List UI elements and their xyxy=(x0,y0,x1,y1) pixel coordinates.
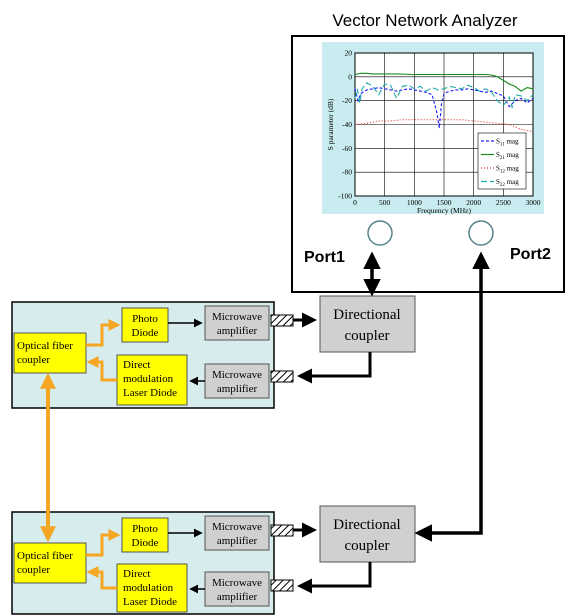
x-tick-label: 3000 xyxy=(526,198,541,207)
laser-diode-box xyxy=(116,563,188,613)
y-tick-label: -80 xyxy=(342,168,352,177)
fiber-coupler-line-1: Optical fiber xyxy=(17,340,73,352)
x-tick-label: 2000 xyxy=(466,198,481,207)
cable-connector-bottom xyxy=(270,370,294,383)
arrow-from-dir-coupler xyxy=(297,352,372,384)
vna-title: Vector Network Analyzer xyxy=(332,11,518,30)
x-tick-label: 500 xyxy=(379,198,391,207)
amp-bottom-line-1: Microwave xyxy=(212,369,262,381)
optical-fiber-coupler-label: Optical fiber coupler xyxy=(17,550,73,576)
amp-bottom-line-2: amplifier xyxy=(217,591,258,603)
photo-diode-line-2: Diode xyxy=(132,537,159,549)
legend-entry: S12 mag xyxy=(496,165,519,175)
x-tick-label: 0 xyxy=(353,198,357,207)
series-line-s12-mag xyxy=(354,119,534,133)
laser-diode-line-3: Laser Diode xyxy=(123,387,177,399)
amp-top-line-2: amplifier xyxy=(217,535,258,547)
laser-diode-line-2: modulation xyxy=(123,582,174,594)
orange-arrow-to-photodiode xyxy=(86,529,121,557)
fiber-coupler-line-1: Optical fiber xyxy=(17,550,73,562)
photo-diode-box xyxy=(121,517,169,553)
amp-bottom-line-2: amplifier xyxy=(217,383,258,395)
laser-diode-box xyxy=(116,354,188,406)
y-tick-label: -60 xyxy=(342,144,352,153)
microwave-amplifier-top-box xyxy=(204,515,270,551)
y-tick-label: 20 xyxy=(345,49,353,58)
x-axis-label: Frequency (MHz) xyxy=(417,206,471,215)
legend-entry: S21 mag xyxy=(496,151,519,161)
y-tick-label: -20 xyxy=(342,96,352,105)
laser-diode-line-1: Direct xyxy=(123,359,150,371)
dir-coupler-line-1: Directional xyxy=(333,307,400,323)
y-tick-label: 0 xyxy=(348,72,352,81)
x-tick-label: 1500 xyxy=(437,198,452,207)
optical-fiber-coupler-box xyxy=(13,542,87,584)
port2-cable xyxy=(414,251,490,542)
dir-coupler-line-1: Directional xyxy=(333,517,400,533)
laser-diode-line-1: Direct xyxy=(123,568,150,580)
laser-diode-line-2: modulation xyxy=(123,373,174,385)
arrow-from-dir-coupler xyxy=(297,562,372,594)
photo-diode-box xyxy=(121,307,169,343)
amp-top-line-2: amplifier xyxy=(217,325,258,337)
dir-coupler-line-2: coupler xyxy=(345,328,390,344)
y-tick-label: -40 xyxy=(342,120,352,129)
microwave-amplifier-top-box xyxy=(204,305,270,341)
microwave-amplifier-bottom-box xyxy=(204,363,270,399)
orange-arrow-from-laser xyxy=(86,356,117,382)
photo-diode-line-2: Diode xyxy=(132,327,159,339)
port1-connector[interactable] xyxy=(367,220,393,246)
amp-top-line-1: Microwave xyxy=(212,521,262,533)
legend-box xyxy=(477,132,527,190)
legend-entry: S11 mag xyxy=(496,138,519,148)
cable-connector-bottom xyxy=(270,579,294,592)
cable-connector-top xyxy=(270,524,294,537)
series-line-s21-mag xyxy=(354,72,534,92)
dir-coupler-line-2: coupler xyxy=(345,538,390,554)
orange-arrow-to-photodiode xyxy=(86,319,121,347)
port1-label: Port1 xyxy=(304,249,345,266)
port2-label: Port2 xyxy=(510,246,551,263)
y-axis-label: S parameter (dB) xyxy=(326,98,335,150)
cable-connector-top xyxy=(270,314,294,327)
legend-entry: S22 mag xyxy=(496,178,519,188)
port2-connector[interactable] xyxy=(468,220,494,246)
amp-bottom-line-1: Microwave xyxy=(212,577,262,589)
orange-arrow-from-laser xyxy=(86,566,117,590)
series-line-s11-mag xyxy=(354,87,534,129)
x-tick-label: 2500 xyxy=(496,198,511,207)
photo-diode-line-1: Photo xyxy=(132,313,158,325)
fiber-coupler-line-2: coupler xyxy=(17,564,50,576)
laser-diode-line-3: Laser Diode xyxy=(123,596,177,608)
s-parameter-chart: 0 500 1000 1500 2000 2500 3000 20 0 -20 -40 -60 -80 -… xyxy=(326,49,541,216)
optical-fiber-coupler-box xyxy=(13,332,87,374)
x-tick-label: 1000 xyxy=(407,198,422,207)
directional-coupler-box xyxy=(319,295,416,353)
directional-coupler-box xyxy=(319,505,416,563)
photo-diode-line-1: Photo xyxy=(132,523,158,535)
amp-top-line-1: Microwave xyxy=(212,311,262,323)
optical-fiber-coupler-label: Optical fiber coupler xyxy=(17,340,73,366)
fiber-coupler-line-2: coupler xyxy=(17,354,50,366)
series-line-s22-mag xyxy=(354,82,534,108)
y-tick-label: -100 xyxy=(338,192,352,201)
